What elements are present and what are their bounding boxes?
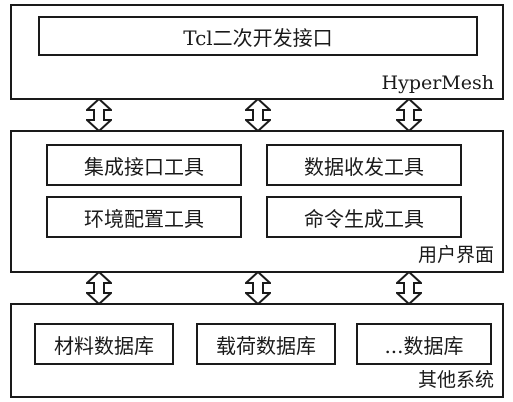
other-database-box: ...数据库: [356, 323, 492, 365]
hypermesh-label: HyperMesh: [381, 72, 494, 94]
material-database-box: 材料数据库: [34, 323, 174, 365]
environment-config-tool: 环境配置工具: [46, 196, 242, 238]
other-systems-layer: 材料数据库 载荷数据库 ...数据库 其他系统: [10, 303, 504, 398]
double-arrow-icon: [396, 271, 422, 305]
double-arrow-icon: [245, 271, 271, 305]
data-transceiver-tool: 数据收发工具: [266, 144, 462, 186]
user-interface-label: 用户界面: [417, 244, 494, 266]
double-arrow-icon: [396, 98, 422, 132]
double-arrow-icon: [86, 98, 112, 132]
integration-interface-tool: 集成接口工具: [46, 144, 242, 186]
double-arrow-icon: [245, 98, 271, 132]
command-generation-tool: 命令生成工具: [266, 196, 462, 238]
load-database-box: 载荷数据库: [196, 323, 336, 365]
other-systems-label: 其他系统: [417, 369, 494, 391]
tcl-interface-box: Tcl二次开发接口: [38, 16, 478, 56]
double-arrow-icon: [86, 271, 112, 305]
hypermesh-layer: Tcl二次开发接口 HyperMesh: [10, 4, 504, 100]
user-interface-layer: 集成接口工具 数据收发工具 环境配置工具 命令生成工具 用户界面: [10, 130, 504, 273]
